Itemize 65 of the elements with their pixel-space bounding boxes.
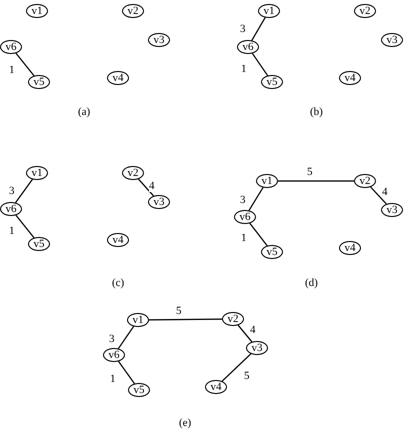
edge-line (16, 214, 34, 238)
node-ellipse: v2 (354, 4, 376, 18)
node-ellipse: v4 (339, 241, 361, 255)
edge-label: 3 (9, 185, 14, 197)
edge-line (249, 222, 268, 246)
node-ellipse: v4 (205, 380, 227, 394)
node-ellipse: v3 (148, 33, 170, 47)
edge-label: 3 (240, 23, 246, 35)
node-ellipse: v2 (122, 4, 144, 18)
node-ellipse: v5 (261, 75, 283, 89)
node-ellipse: v5 (28, 237, 50, 251)
node-ellipse: v3 (381, 203, 403, 217)
node-ellipse: v5 (28, 75, 50, 89)
node-ellipse: v6 (237, 40, 259, 54)
node-ellipse: v6 (103, 348, 125, 362)
node-ellipse: v4 (339, 71, 361, 85)
node-ellipse: v1 (127, 313, 149, 327)
node-ellipse: v6 (0, 202, 22, 216)
edge-label: 4 (250, 324, 256, 336)
edge-line (138, 178, 154, 196)
edge-label: 3 (109, 333, 114, 345)
edge-line (252, 53, 268, 76)
node-ellipse: v3 (148, 195, 170, 209)
edge-label: 1 (241, 232, 246, 244)
edge-line (16, 52, 34, 76)
edge-label: 3 (240, 194, 246, 206)
edge-label: 5 (244, 370, 250, 382)
panel-caption: (d) (305, 277, 318, 289)
node-ellipse: v1 (256, 174, 278, 188)
node-ellipse: v1 (258, 4, 280, 18)
node-ellipse: v3 (381, 33, 403, 47)
edge-line (118, 361, 135, 384)
edge-label: 1 (241, 63, 246, 75)
edge-label: 1 (9, 64, 14, 76)
edge-line (118, 326, 134, 349)
panel-caption: (c) (112, 277, 124, 289)
node-ellipse: v2 (354, 174, 376, 188)
edge-line (248, 187, 264, 211)
edge-line (251, 17, 266, 41)
node-ellipse: v5 (128, 383, 150, 397)
edge-line (278, 180, 354, 182)
node-ellipse: v6 (234, 210, 256, 224)
edge-line (149, 318, 222, 320)
node-ellipse: v5 (261, 245, 283, 259)
node-ellipse: v2 (222, 312, 244, 326)
panel-caption: (a) (78, 106, 90, 118)
node-ellipse: v2 (122, 166, 144, 180)
edge-label: 4 (382, 186, 388, 198)
node-ellipse: v6 (0, 40, 22, 54)
panel-caption: (b) (310, 106, 323, 118)
edge-label: 5 (176, 305, 182, 317)
node-ellipse: v1 (26, 4, 48, 18)
edge-label: 5 (307, 166, 312, 178)
edge-line (238, 324, 252, 342)
edge-label: 1 (9, 225, 14, 237)
node-ellipse: v1 (26, 166, 48, 180)
edge-label: 1 (110, 373, 116, 385)
node-ellipse: v4 (107, 233, 129, 247)
panel-caption: (e) (179, 417, 192, 429)
edge-line (222, 353, 252, 382)
node-ellipse: v4 (107, 71, 129, 85)
node-ellipse: v3 (246, 341, 268, 355)
edge-label: 4 (149, 180, 154, 192)
edge-line (15, 179, 33, 203)
edge-line (370, 186, 387, 204)
